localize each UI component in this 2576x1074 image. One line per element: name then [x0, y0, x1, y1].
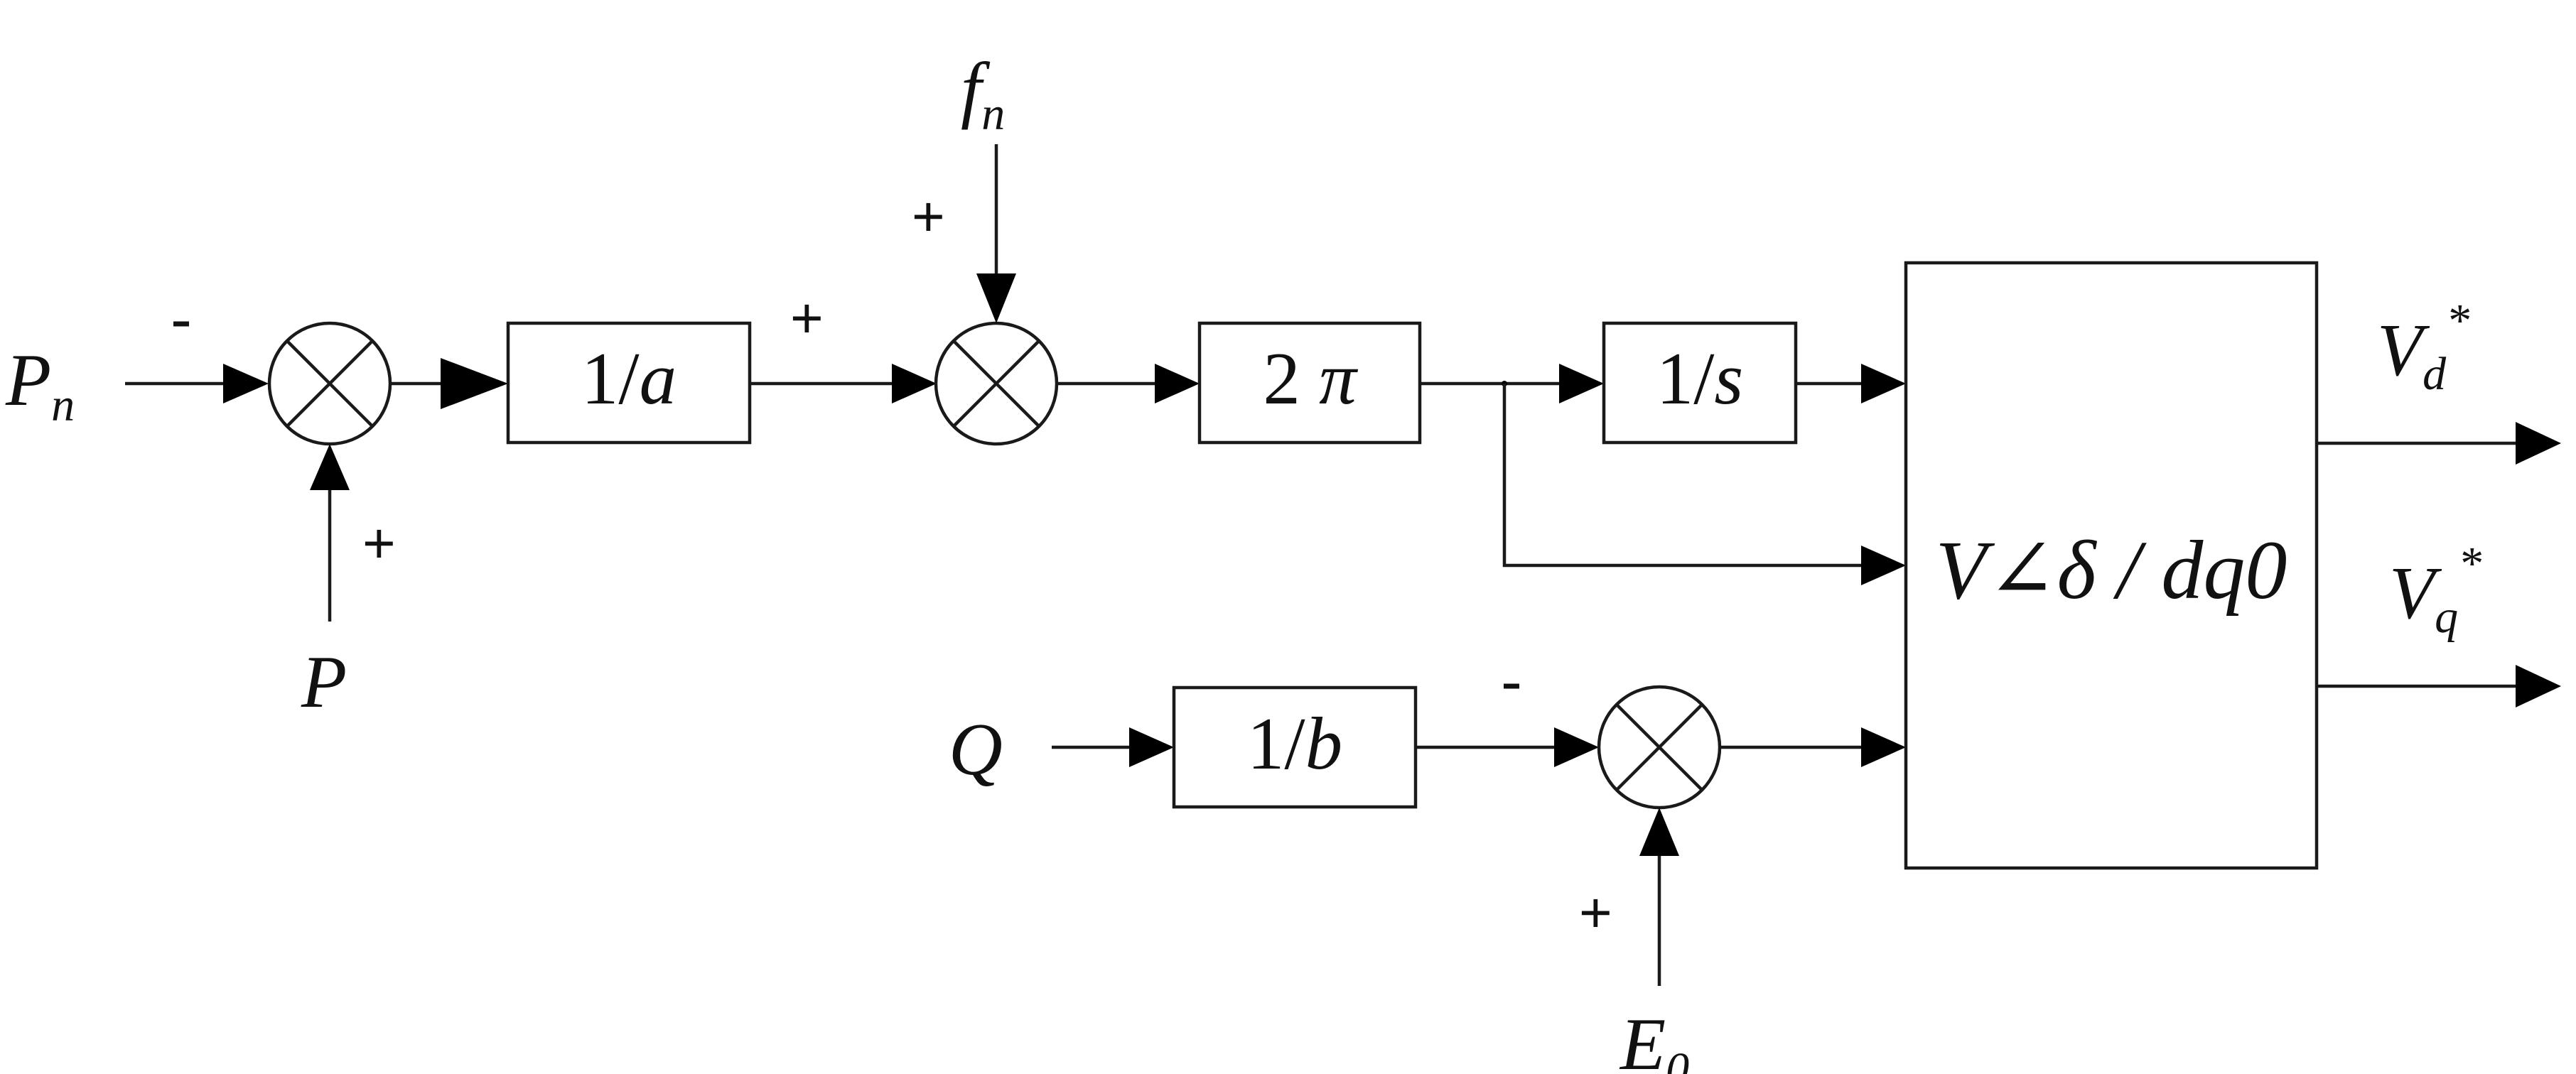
vd-output-arrowhead — [2516, 422, 2561, 465]
vq-output-label: Vq* — [2389, 538, 2481, 643]
integrator-block-label: 1/s — [1656, 337, 1744, 420]
sum1-output-arrowhead — [441, 358, 508, 409]
sum2-output-arrowhead — [1155, 364, 1200, 403]
gain-block-1-over-b-label: 1/b — [1247, 702, 1342, 785]
sum1-plus-sign: + — [362, 511, 396, 575]
sum3-minus-sign: - — [1501, 646, 1522, 717]
svg-text:Vq*: Vq* — [2389, 538, 2481, 643]
summing-junction-1 — [267, 321, 392, 446]
gain-block-1-over-a-label: 1/a — [581, 337, 677, 420]
fn-input-label: fn — [961, 47, 1005, 140]
svg-text:E0: E0 — [1619, 1002, 1689, 1074]
gain-block-1-over-b — [1172, 685, 1418, 809]
vd-output-label: Vd* — [2377, 295, 2469, 400]
sum1-minus-sign: - — [171, 284, 192, 355]
transform-block — [1904, 261, 2319, 870]
svg-text:Q: Q — [949, 707, 1003, 791]
inv-a-output-arrowhead — [892, 364, 937, 403]
integrator-output-arrowhead — [1861, 364, 1906, 403]
sum3-plus-sign: + — [1579, 881, 1612, 944]
branch-line-to-transform — [1502, 384, 1862, 568]
fn-arrowhead — [976, 273, 1016, 323]
integrator-block-1-over-s — [1602, 321, 1798, 445]
gain-block-1-over-a — [506, 321, 752, 445]
two-pi-output-arrowhead — [1559, 364, 1604, 403]
sum2-plus-sign-top: + — [912, 185, 945, 248]
svg-text:Vd*: Vd* — [2377, 295, 2469, 400]
sum2-plus-sign-left: + — [790, 286, 824, 349]
svg-text:Pn: Pn — [5, 338, 75, 431]
e0-arrowhead — [1639, 808, 1679, 856]
p-input-label: P — [301, 640, 347, 723]
q-input-label: Q — [949, 707, 1003, 791]
q-arrowhead — [1129, 727, 1174, 767]
e0-input-label: E0 — [1619, 1002, 1689, 1074]
transform-block-label: V∠δ / dq0 — [1936, 524, 2287, 617]
gain-block-2pi — [1197, 321, 1422, 445]
svg-text:fn: fn — [961, 47, 1005, 140]
sum3-output-arrowhead — [1861, 727, 1906, 767]
pn-input-label: Pn — [5, 338, 75, 431]
vq-output-arrowhead — [2516, 665, 2561, 707]
inv-b-output-arrowhead — [1554, 727, 1599, 767]
gain-block-2pi-label: 2 π — [1263, 337, 1359, 420]
summing-junction-3 — [1597, 685, 1722, 810]
p-arrowhead — [310, 444, 350, 490]
branch-arrowhead — [1861, 546, 1906, 585]
svg-text:P: P — [301, 640, 347, 723]
summing-junction-2 — [934, 321, 1059, 446]
pn-arrowhead — [223, 364, 269, 403]
